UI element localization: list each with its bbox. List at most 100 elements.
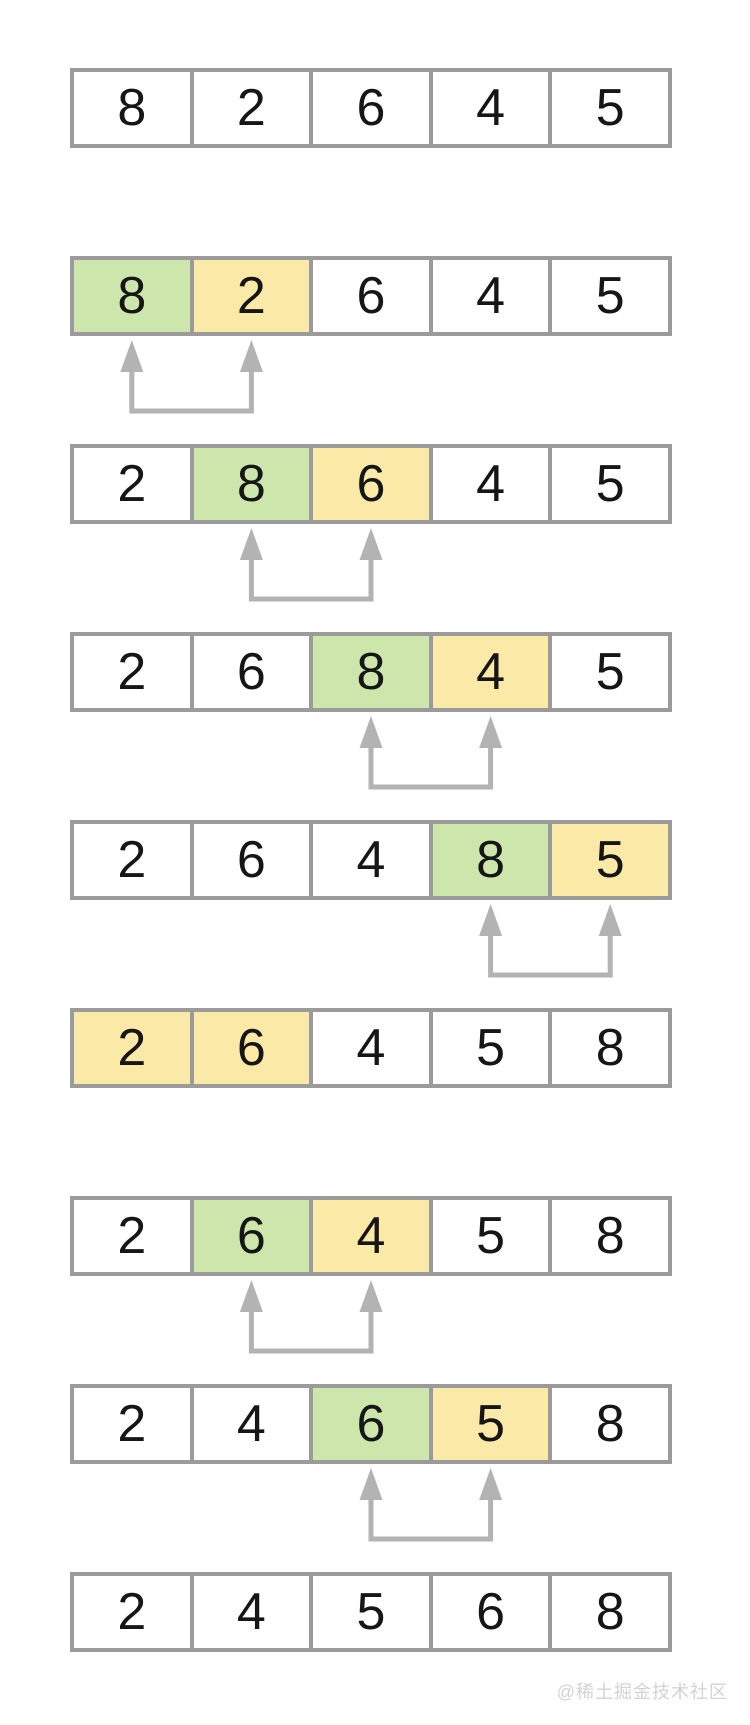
array-cell: 6 xyxy=(189,636,310,708)
array-cell: 6 xyxy=(189,1012,310,1084)
array-cell: 6 xyxy=(309,1388,429,1460)
cell-value: 6 xyxy=(236,1019,266,1077)
array-cell: 5 xyxy=(548,260,668,332)
array-cell: 5 xyxy=(428,1388,549,1460)
array-cell: 5 xyxy=(428,1200,549,1272)
array-cell: 2 xyxy=(189,260,310,332)
array-cell: 5 xyxy=(548,636,668,708)
arrow-connector xyxy=(368,744,494,790)
cell-value: 4 xyxy=(236,1583,266,1641)
array-cell: 8 xyxy=(548,1200,668,1272)
array-cell: 4 xyxy=(428,260,549,332)
cell-value: 2 xyxy=(236,79,266,137)
cell-value: 5 xyxy=(595,267,625,325)
arrow-head-icon xyxy=(598,904,622,936)
cell-value: 5 xyxy=(476,1019,506,1077)
cell-value: 2 xyxy=(117,643,147,701)
array-cell: 2 xyxy=(74,824,190,896)
array-cell: 5 xyxy=(428,1012,549,1084)
cell-value: 8 xyxy=(595,1019,625,1077)
cell-value: 8 xyxy=(595,1207,625,1265)
array-cell: 2 xyxy=(74,1012,190,1084)
cell-value: 5 xyxy=(476,1395,506,1453)
cell-value: 8 xyxy=(595,1583,625,1641)
cell-value: 2 xyxy=(117,1019,147,1077)
arrow-head-icon xyxy=(120,340,144,372)
array-cell: 5 xyxy=(548,72,668,144)
array-cell: 8 xyxy=(189,448,310,520)
cell-value: 2 xyxy=(117,455,147,513)
cell-value: 6 xyxy=(356,267,386,325)
array-cell: 5 xyxy=(309,1576,429,1648)
array-cell: 2 xyxy=(74,1388,190,1460)
array-cell: 8 xyxy=(548,1388,668,1460)
cell-value: 8 xyxy=(356,643,386,701)
arrow-head-icon xyxy=(239,1280,263,1312)
arrow-head-icon xyxy=(359,528,383,560)
array-cell: 4 xyxy=(309,1200,429,1272)
array-cell: 4 xyxy=(428,448,549,520)
cell-value: 2 xyxy=(117,1207,147,1265)
array-cell: 5 xyxy=(548,448,668,520)
array-cell: 2 xyxy=(74,636,190,708)
arrow-connector xyxy=(129,368,254,414)
array-cell: 4 xyxy=(309,1012,429,1084)
arrow-head-icon xyxy=(359,1280,383,1312)
array-cell: 6 xyxy=(309,72,429,144)
cell-value: 6 xyxy=(356,455,386,513)
array-cell: 6 xyxy=(189,1200,310,1272)
array-cell: 4 xyxy=(189,1388,310,1460)
cell-value: 8 xyxy=(595,1395,625,1453)
arrow-connector xyxy=(368,1496,494,1542)
cell-value: 6 xyxy=(236,1207,266,1265)
array-cell: 2 xyxy=(74,448,190,520)
arrow-head-icon xyxy=(479,904,503,936)
cell-value: 5 xyxy=(476,1207,506,1265)
swap-arrows-icon xyxy=(479,904,622,978)
cell-value: 4 xyxy=(356,831,386,889)
array-cell: 8 xyxy=(74,72,190,144)
swap-arrows-icon xyxy=(239,528,383,602)
cell-value: 5 xyxy=(595,455,625,513)
cell-value: 2 xyxy=(236,267,266,325)
cell-value: 2 xyxy=(117,1583,147,1641)
cell-value: 5 xyxy=(595,831,625,889)
array-cell: 6 xyxy=(428,1576,549,1648)
array-cell: 4 xyxy=(428,636,549,708)
swap-arrows-icon xyxy=(120,340,263,414)
cell-value: 6 xyxy=(236,831,266,889)
arrow-connector xyxy=(248,556,374,602)
swap-arrows-icon xyxy=(239,1280,383,1354)
cell-value: 6 xyxy=(356,79,386,137)
array-cell: 4 xyxy=(428,72,549,144)
cell-value: 5 xyxy=(595,79,625,137)
arrow-head-icon xyxy=(479,716,503,748)
arrow-head-icon xyxy=(239,528,263,560)
watermark: @稀土掘金技术社区 xyxy=(556,1682,728,1702)
array-cell: 8 xyxy=(309,636,429,708)
arrow-connector xyxy=(488,932,613,978)
cell-value: 2 xyxy=(117,831,147,889)
array-cell: 4 xyxy=(309,824,429,896)
array-cell: 8 xyxy=(74,260,190,332)
array-cell: 4 xyxy=(189,1576,310,1648)
cell-value: 8 xyxy=(117,79,147,137)
arrow-head-icon xyxy=(479,1468,503,1500)
cell-value: 6 xyxy=(476,1583,506,1641)
arrow-head-icon xyxy=(359,716,383,748)
array-cell: 6 xyxy=(189,824,310,896)
cell-value: 4 xyxy=(476,455,506,513)
cell-value: 4 xyxy=(476,643,506,701)
arrow-head-icon xyxy=(239,340,263,372)
array-cell: 8 xyxy=(548,1012,668,1084)
cell-value: 4 xyxy=(236,1395,266,1453)
